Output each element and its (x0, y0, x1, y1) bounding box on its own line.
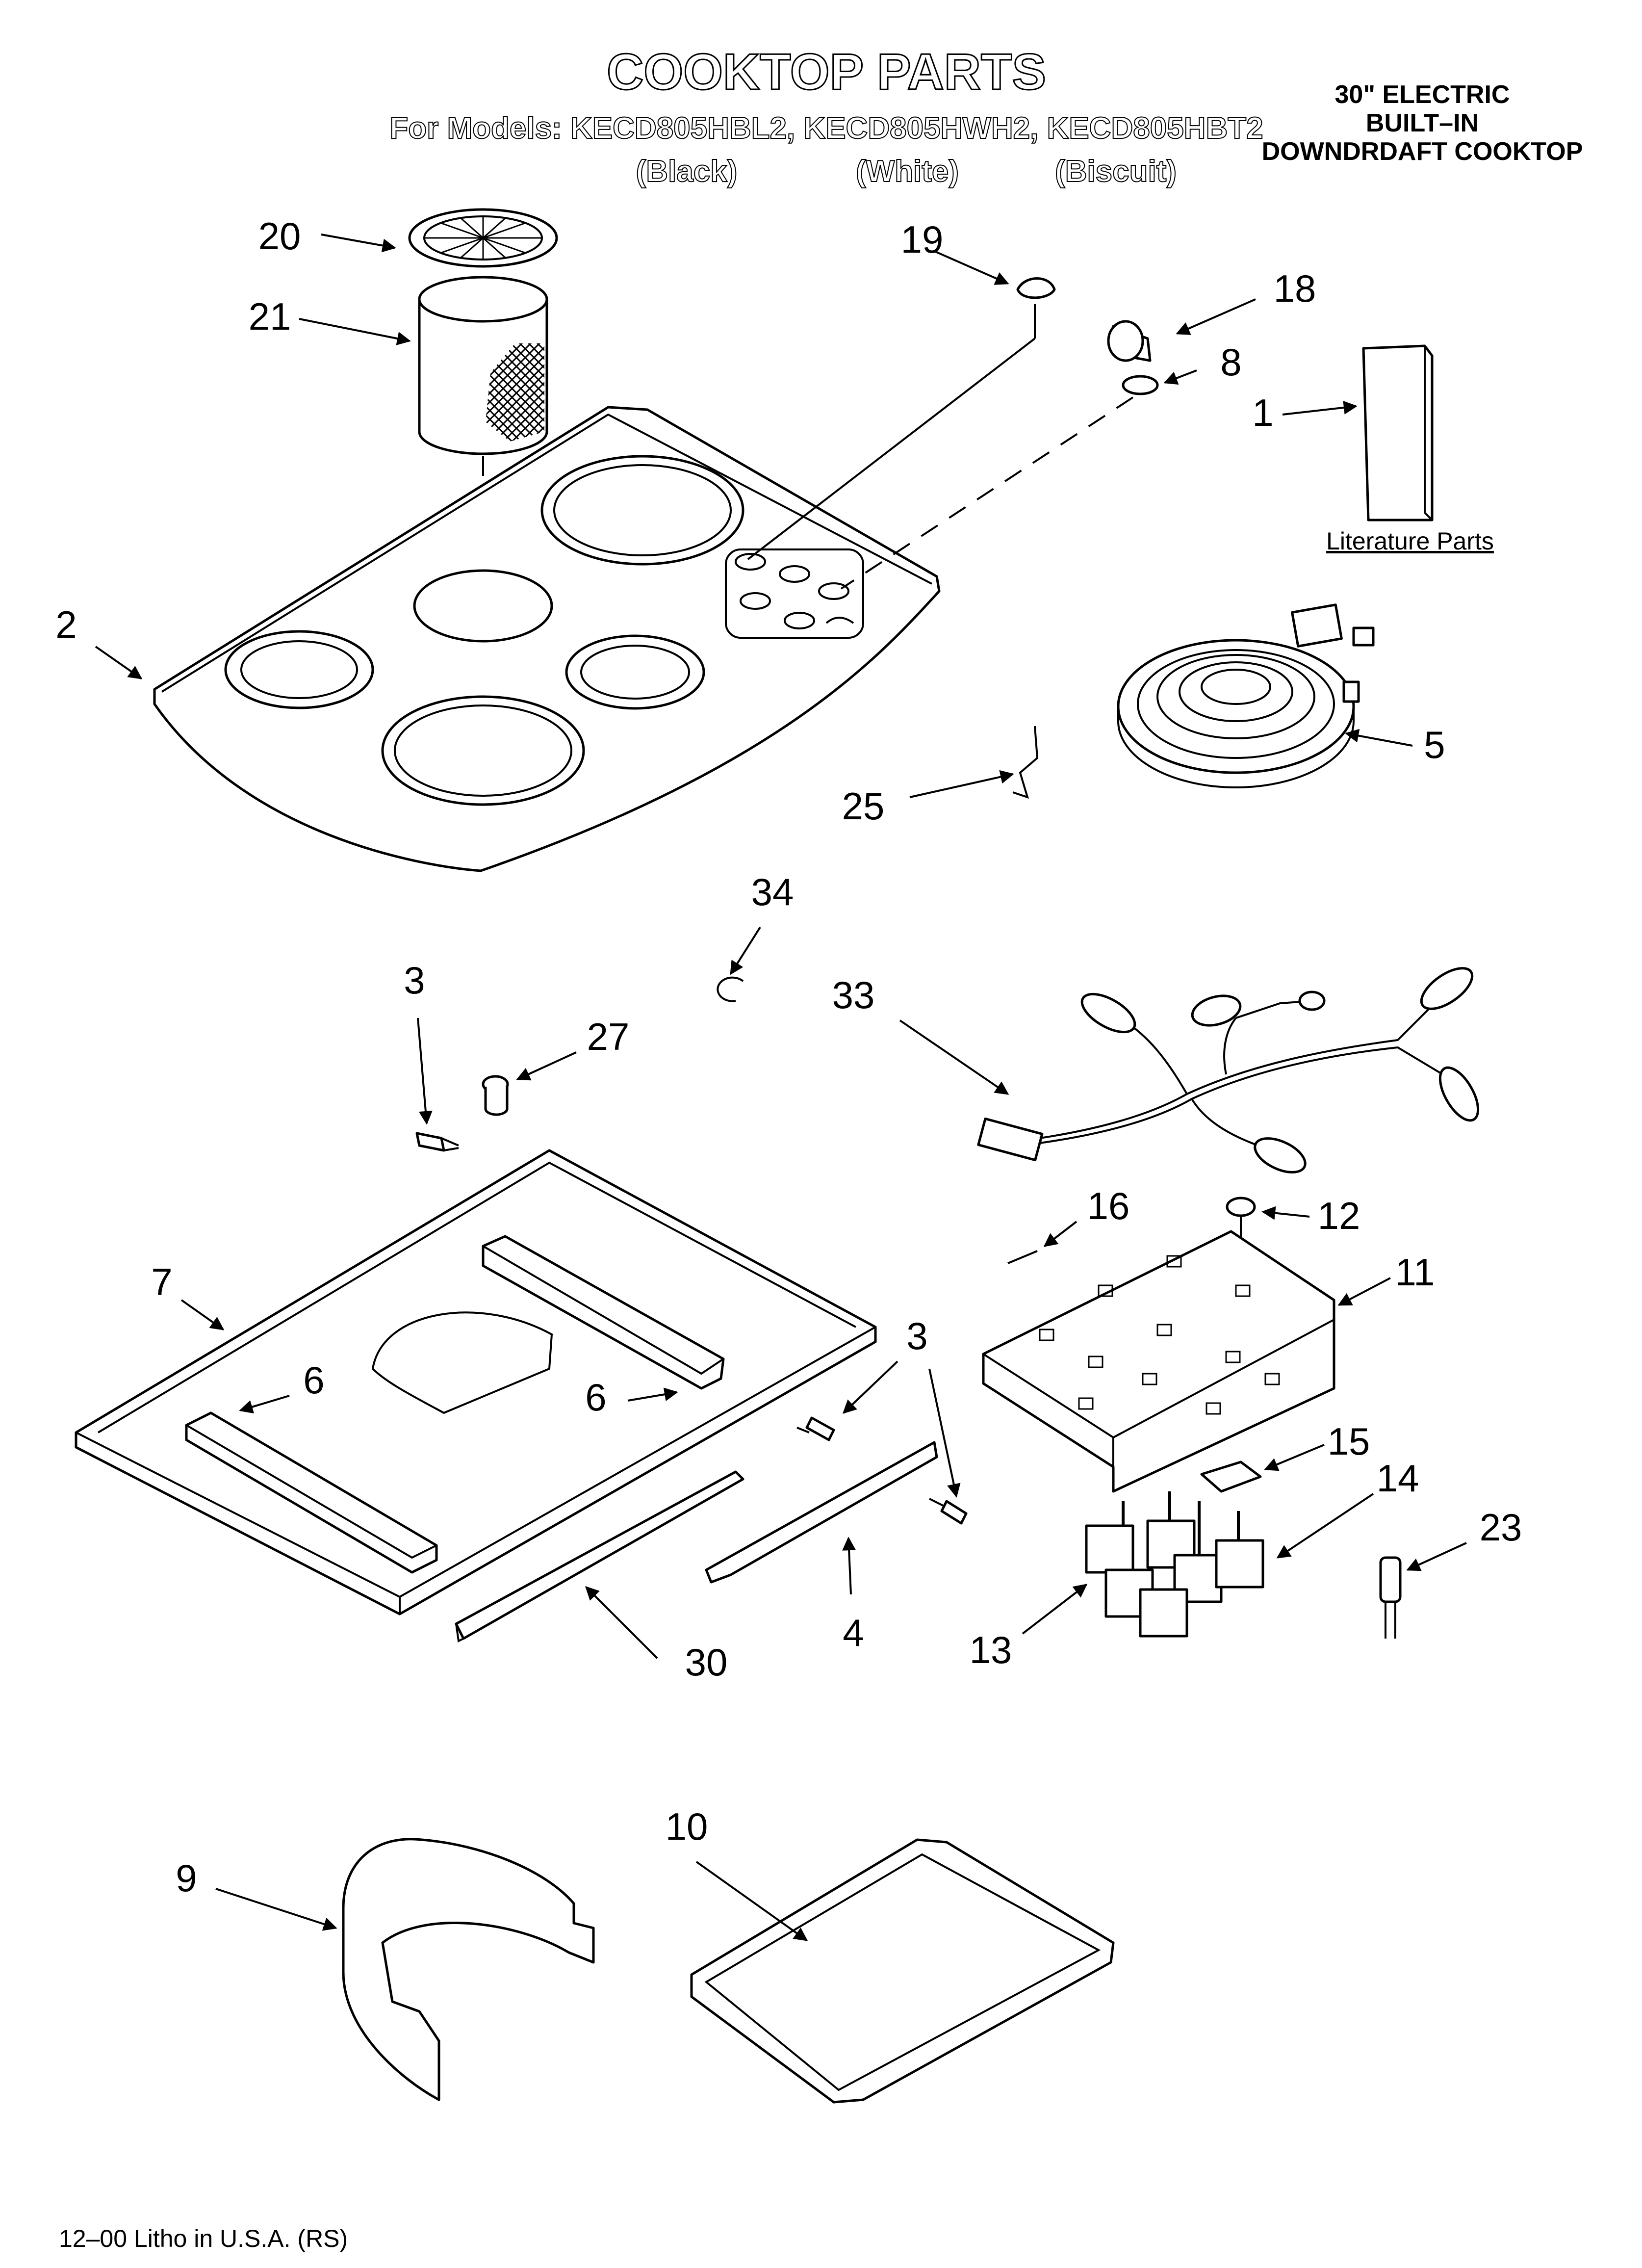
callout-3a: 3 (404, 959, 425, 1002)
switches-13 (1085, 1491, 1264, 1638)
callout-30: 30 (685, 1641, 728, 1684)
callout-34: 34 (751, 870, 794, 913)
color-biscuit-label: (Biscuit) (1055, 155, 1177, 188)
callout-4: 4 (843, 1611, 864, 1654)
callout-27: 27 (587, 1015, 630, 1058)
callout-6a: 6 (303, 1358, 324, 1402)
callout-6b: 6 (585, 1376, 606, 1419)
models-line: For Models: KECD805HBL2, KECD805HWH2, KE… (389, 111, 1263, 145)
callout-2: 2 (55, 603, 77, 646)
literature-label: Literature Parts (1326, 527, 1494, 555)
callout-8: 8 (1220, 340, 1241, 384)
callout-23: 23 (1480, 1506, 1522, 1549)
product-line-2: BUILT–IN (1366, 109, 1479, 137)
cooktop-glass (153, 406, 941, 872)
clip-25 (1012, 726, 1039, 799)
callout-3b: 3 (906, 1314, 927, 1357)
tray-10 (690, 1838, 1115, 2104)
indicator-light-23 (1379, 1556, 1402, 1639)
callout-19: 19 (901, 218, 944, 261)
callout-21: 21 (249, 295, 291, 338)
callout-10: 10 (666, 1805, 708, 1848)
callout-11: 11 (1395, 1251, 1435, 1294)
bracket-4 (705, 1441, 938, 1584)
surface-element-5 (1117, 603, 1375, 788)
screw-3b (796, 1416, 835, 1441)
callout-9: 9 (176, 1856, 197, 1900)
shield-9 (342, 1838, 595, 2101)
downdraft-grille (408, 208, 558, 268)
rod-16 (1007, 1250, 1038, 1264)
product-line-3: DOWNDRDAFT COOKTOP (1262, 137, 1583, 166)
switch-bracket-11 (982, 1230, 1335, 1493)
color-white-label: (White) (856, 155, 959, 188)
screw-12 (1226, 1197, 1256, 1246)
screw-3a (415, 1132, 459, 1152)
grommet-27 (482, 1075, 509, 1116)
callout-18: 18 (1274, 267, 1316, 310)
callout-7: 7 (151, 1260, 172, 1303)
callout-12: 12 (1318, 1194, 1360, 1237)
product-line-1: 30" ELECTRIC (1335, 80, 1510, 109)
trim-strip-30 (455, 1470, 744, 1643)
cap-19 (1016, 277, 1056, 299)
callout-14: 14 (1377, 1457, 1419, 1500)
plate-15 (1200, 1460, 1262, 1493)
knob-18 (1107, 320, 1152, 362)
rail-6a (185, 1411, 438, 1574)
rail-6b (482, 1235, 725, 1390)
callout-1: 1 (1252, 391, 1273, 434)
filter-canister (418, 276, 548, 455)
wire-harness-33 (977, 967, 1480, 1173)
color-black-label: (Black) (636, 155, 738, 188)
callout-15: 15 (1328, 1420, 1370, 1463)
clip-34 (717, 976, 744, 1002)
callout-33: 33 (832, 973, 875, 1017)
callout-25: 25 (842, 784, 885, 828)
literature-parts (1362, 344, 1434, 521)
base-pan-7 (75, 1149, 877, 1616)
callout-5: 5 (1424, 723, 1445, 766)
footer-litho: 12–00 Litho in U.S.A. (RS) (59, 2225, 348, 2252)
page-title: COOKTOP PARTS (607, 44, 1046, 101)
callout-13: 13 (970, 1628, 1012, 1671)
washer-8 (1122, 375, 1159, 395)
callout-20: 20 (258, 214, 301, 258)
screw-3c (929, 1498, 968, 1525)
callout-16: 16 (1087, 1184, 1130, 1227)
